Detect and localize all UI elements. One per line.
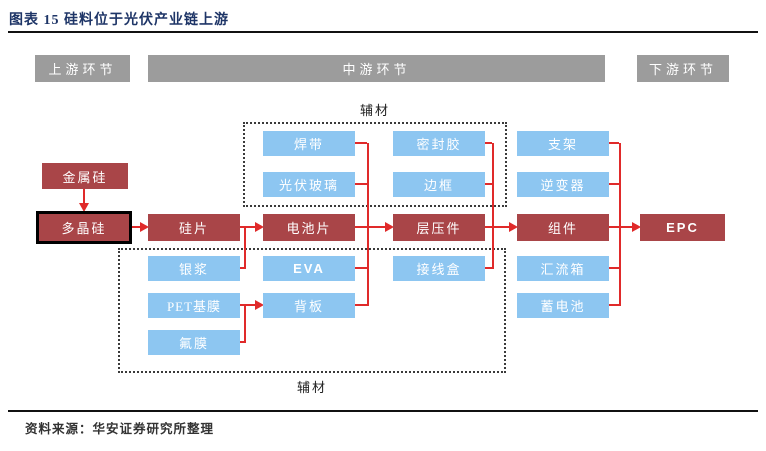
node-eva: EVA bbox=[263, 256, 355, 281]
node-battery: 蓄电池 bbox=[517, 293, 609, 318]
node-bracket: 支架 bbox=[517, 131, 609, 156]
connector-pvglass-stub bbox=[355, 183, 367, 185]
connector-poly-to-wafer-arrow bbox=[140, 222, 149, 232]
connector-laminate-to-module-arrow bbox=[509, 222, 518, 232]
connector-battery-stub bbox=[609, 304, 619, 306]
node-silver-paste: 银浆 bbox=[148, 256, 240, 281]
connector-fluorine-riser bbox=[244, 305, 246, 343]
source-note: 资料来源：华安证券研究所整理 bbox=[25, 422, 215, 436]
connector-ribbon-stub bbox=[355, 142, 367, 144]
aux-label-top: 辅材 bbox=[359, 103, 390, 118]
connector-bus-laminate-vertical bbox=[492, 143, 494, 269]
node-cell: 电池片 bbox=[263, 214, 355, 241]
node-fluorine-film: 氟膜 bbox=[148, 330, 240, 355]
node-laminate: 层压件 bbox=[393, 214, 485, 241]
connector-bracket-stub bbox=[609, 142, 619, 144]
connector-eva-stub bbox=[355, 267, 367, 269]
node-epc: EPC bbox=[640, 214, 725, 241]
aux-label-bottom: 辅材 bbox=[296, 380, 327, 395]
node-metal-silicon: 金属硅 bbox=[42, 163, 128, 189]
node-inverter: 逆变器 bbox=[517, 172, 609, 197]
connector-silverpaste-stub bbox=[240, 267, 246, 269]
connector-bus-epc-vertical bbox=[619, 143, 621, 306]
node-pv-glass: 光伏玻璃 bbox=[263, 172, 355, 197]
source-divider bbox=[8, 410, 758, 412]
connector-metal-to-poly-line bbox=[83, 189, 85, 204]
connector-combinerbox-stub bbox=[609, 267, 619, 269]
figure-title: 图表 15 硅料位于光伏产业链上游 bbox=[9, 13, 229, 28]
connector-module-to-epc-line bbox=[609, 226, 634, 228]
header-midstream: 中游环节 bbox=[148, 55, 605, 82]
connector-cell-to-laminate-line bbox=[355, 226, 387, 228]
aux-group-bottom-border bbox=[118, 248, 506, 373]
connector-poly-to-wafer-line bbox=[131, 226, 142, 228]
connector-fluorine-stub bbox=[240, 341, 246, 343]
node-backsheet: 背板 bbox=[263, 293, 355, 318]
connector-laminate-to-module-line bbox=[485, 226, 511, 228]
node-frame: 边框 bbox=[393, 172, 485, 197]
connector-junctionbox-stub bbox=[485, 267, 492, 269]
node-module: 组件 bbox=[517, 214, 609, 241]
connector-pet-to-backsheet-line bbox=[240, 304, 257, 306]
connector-cell-to-laminate-arrow bbox=[385, 222, 394, 232]
connector-module-to-epc-arrow bbox=[632, 222, 641, 232]
header-upstream: 上游环节 bbox=[35, 55, 130, 82]
connector-wafer-to-cell-line bbox=[240, 226, 257, 228]
node-junction-box: 接线盒 bbox=[393, 256, 485, 281]
connector-metal-to-poly-arrow bbox=[79, 203, 89, 212]
aux-group-top-border bbox=[243, 122, 507, 207]
node-pet-base-film: PET基膜 bbox=[148, 293, 240, 318]
connector-frame-stub bbox=[485, 183, 492, 185]
connector-silverpaste-riser bbox=[244, 227, 246, 269]
connector-bus-cell-vertical bbox=[367, 143, 369, 306]
connector-inverter-stub bbox=[609, 183, 619, 185]
node-wafer: 硅片 bbox=[148, 214, 240, 241]
connector-pet-to-backsheet-arrow bbox=[255, 300, 264, 310]
title-underline bbox=[8, 31, 758, 33]
node-sealant: 密封胶 bbox=[393, 131, 485, 156]
header-downstream: 下游环节 bbox=[637, 55, 729, 82]
connector-wafer-to-cell-arrow bbox=[255, 222, 264, 232]
node-polysilicon-highlighted: 多晶硅 bbox=[36, 211, 132, 244]
connector-backsheet-stub bbox=[355, 304, 367, 306]
node-ribbon: 焊带 bbox=[263, 131, 355, 156]
connector-sealant-stub bbox=[485, 142, 492, 144]
node-combiner-box: 汇流箱 bbox=[517, 256, 609, 281]
